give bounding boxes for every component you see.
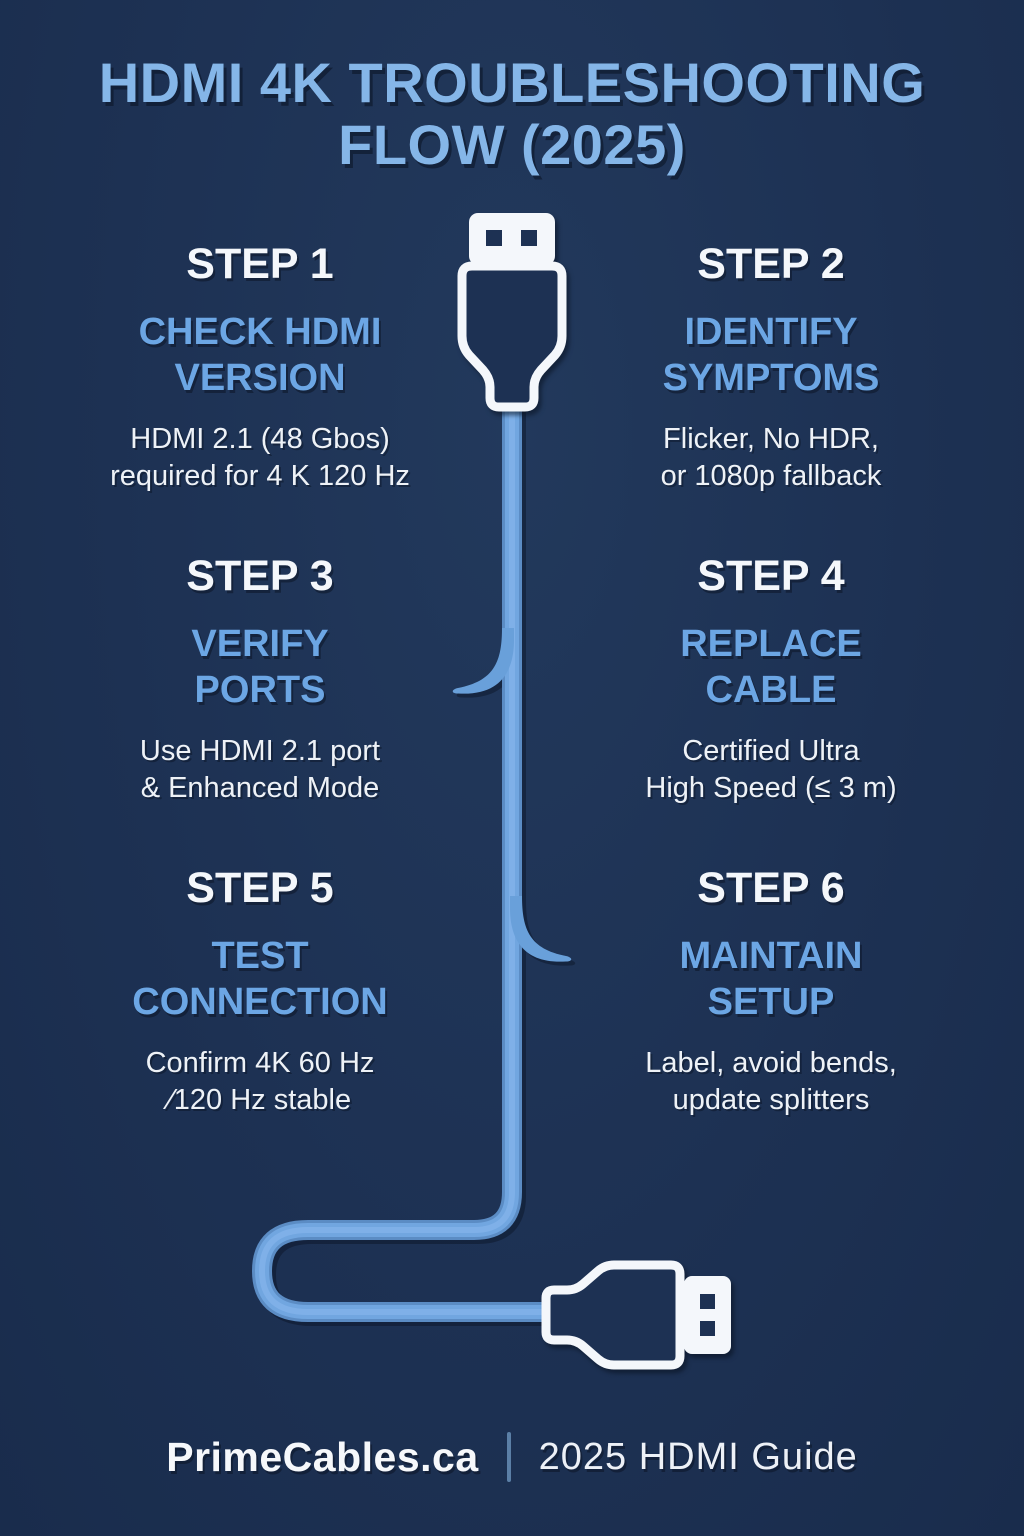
page-title-line-2: FLOW (2025) bbox=[338, 113, 686, 176]
step-1-block: STEP 1 CHECK HDMI VERSION HDMI 2.1 (48 G… bbox=[40, 240, 480, 495]
step-2-description: Flicker, No HDR, or 1080p fallback bbox=[660, 423, 882, 492]
page-title: HDMI 4K TROUBLESHOOTING FLOW (2025) bbox=[0, 52, 1024, 176]
step-5-block: STEP 5 TEST CONNECTION Confirm 4K 60 Hz … bbox=[40, 864, 480, 1119]
step-4-block: STEP 4 REPLACE CABLE Certified Ultra Hig… bbox=[556, 552, 986, 807]
cable-curl-right bbox=[510, 896, 572, 962]
step-6-label: STEP 6 bbox=[697, 864, 845, 912]
step-3-title: VERIFY PORTS bbox=[191, 623, 329, 711]
step-4-label: STEP 4 bbox=[697, 552, 845, 600]
hdmi-plug-bottom-icon bbox=[541, 1260, 731, 1370]
step-5-description: Confirm 4K 60 Hz ⁄120 Hz stable bbox=[145, 1047, 375, 1116]
hdmi-plug-top-icon bbox=[457, 213, 567, 412]
step-4-title: REPLACE CABLE bbox=[680, 623, 862, 711]
footer-tagline: 2025 HDMI Guide bbox=[538, 1435, 858, 1478]
cable-curl-left bbox=[452, 628, 514, 694]
step-4-description: Certified Ultra High Speed (≤ 3 m) bbox=[645, 735, 897, 804]
step-2-block: STEP 2 IDENTIFY SYMPTOMS Flicker, No HDR… bbox=[556, 240, 986, 495]
step-6-block: STEP 6 MAINTAIN SETUP Label, avoid bends… bbox=[556, 864, 986, 1119]
footer: PrimeCables.ca 2025 HDMI Guide bbox=[0, 1432, 1024, 1482]
step-3-label: STEP 3 bbox=[186, 552, 334, 600]
step-1-label: STEP 1 bbox=[186, 240, 334, 288]
page-title-line-1: HDMI 4K TROUBLESHOOTING bbox=[98, 51, 926, 114]
brand-logo-text: PrimeCables.ca bbox=[166, 1433, 479, 1480]
step-1-title: CHECK HDMI VERSION bbox=[138, 311, 382, 399]
step-5-label: STEP 5 bbox=[186, 864, 334, 912]
step-5-title: TEST CONNECTION bbox=[132, 935, 388, 1023]
footer-divider bbox=[506, 1432, 511, 1482]
step-6-title: MAINTAIN SETUP bbox=[679, 935, 863, 1023]
step-2-title: IDENTIFY SYMPTOMS bbox=[662, 311, 880, 399]
step-2-label: STEP 2 bbox=[697, 240, 845, 288]
step-3-block: STEP 3 VERIFY PORTS Use HDMI 2.1 port & … bbox=[40, 552, 480, 807]
hdmi-cable-line bbox=[251, 400, 572, 1322]
step-6-description: Label, avoid bends, update splitters bbox=[645, 1047, 897, 1116]
step-3-description: Use HDMI 2.1 port & Enhanced Mode bbox=[139, 735, 381, 804]
step-1-description: HDMI 2.1 (48 Gbos) required for 4 K 120 … bbox=[110, 423, 410, 492]
